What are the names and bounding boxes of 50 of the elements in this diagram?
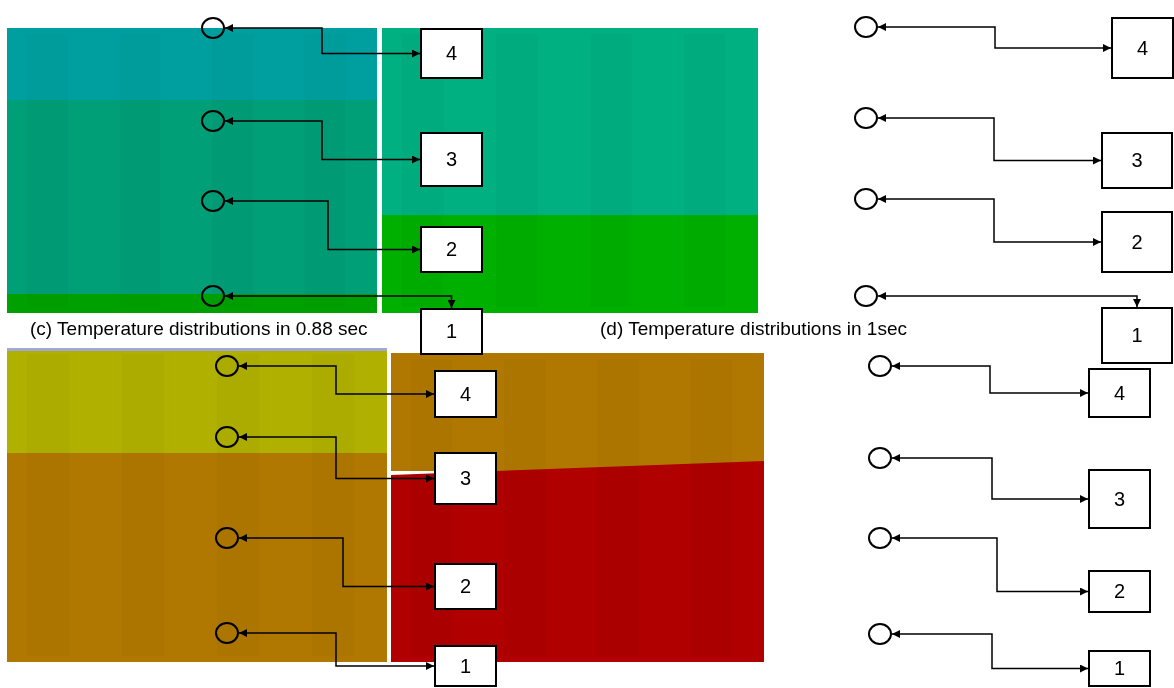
- circle-marker: [215, 527, 239, 549]
- number-box: 1: [434, 645, 497, 687]
- arrow: [224, 24, 421, 58]
- arrow: [877, 23, 1112, 52]
- arrow: [238, 362, 435, 398]
- arrow: [224, 292, 456, 309]
- number-box: 4: [1111, 17, 1174, 79]
- circle-marker: [868, 355, 892, 377]
- circle-marker: [854, 16, 878, 38]
- circle-marker: [854, 188, 878, 210]
- circle-marker: [868, 623, 892, 645]
- number-box: 4: [434, 370, 497, 418]
- circle-marker: [201, 285, 225, 307]
- figure-caption: (d) Temperature distributions in 1sec: [600, 318, 907, 340]
- arrow: [224, 117, 421, 164]
- arrow: [238, 534, 435, 591]
- circle-marker: [868, 527, 892, 549]
- figure-caption: (c) Temperature distributions in 0.88 sec: [30, 318, 368, 340]
- number-box: 1: [1101, 307, 1173, 364]
- circle-marker: [201, 17, 225, 39]
- number-box: 2: [420, 226, 483, 273]
- arrow: [877, 114, 1102, 165]
- arrow: [891, 362, 1089, 397]
- circle-marker: [215, 426, 239, 448]
- number-box: 2: [434, 563, 497, 610]
- circle-marker: [854, 107, 878, 129]
- arrow: [877, 292, 1141, 308]
- number-box: 4: [1088, 368, 1151, 418]
- number-box: 2: [1101, 211, 1173, 273]
- circle-marker: [215, 622, 239, 644]
- arrow: [238, 433, 435, 483]
- number-box: 3: [434, 452, 497, 505]
- number-box: 1: [420, 308, 483, 355]
- arrow: [238, 629, 435, 670]
- circle-marker: [215, 355, 239, 377]
- arrow: [224, 197, 421, 254]
- circle-marker: [868, 447, 892, 469]
- number-box: 3: [1088, 469, 1151, 529]
- arrow: [891, 454, 1089, 503]
- number-box: 1: [1088, 650, 1151, 687]
- circle-marker: [201, 110, 225, 132]
- number-box: 2: [1088, 570, 1151, 613]
- number-box: 4: [420, 28, 483, 79]
- number-box: 3: [1101, 132, 1173, 189]
- circle-marker: [854, 285, 878, 307]
- arrow: [891, 630, 1089, 673]
- circle-marker: [201, 190, 225, 212]
- arrow: [877, 195, 1102, 246]
- arrow: [891, 534, 1089, 596]
- number-box: 3: [420, 132, 483, 187]
